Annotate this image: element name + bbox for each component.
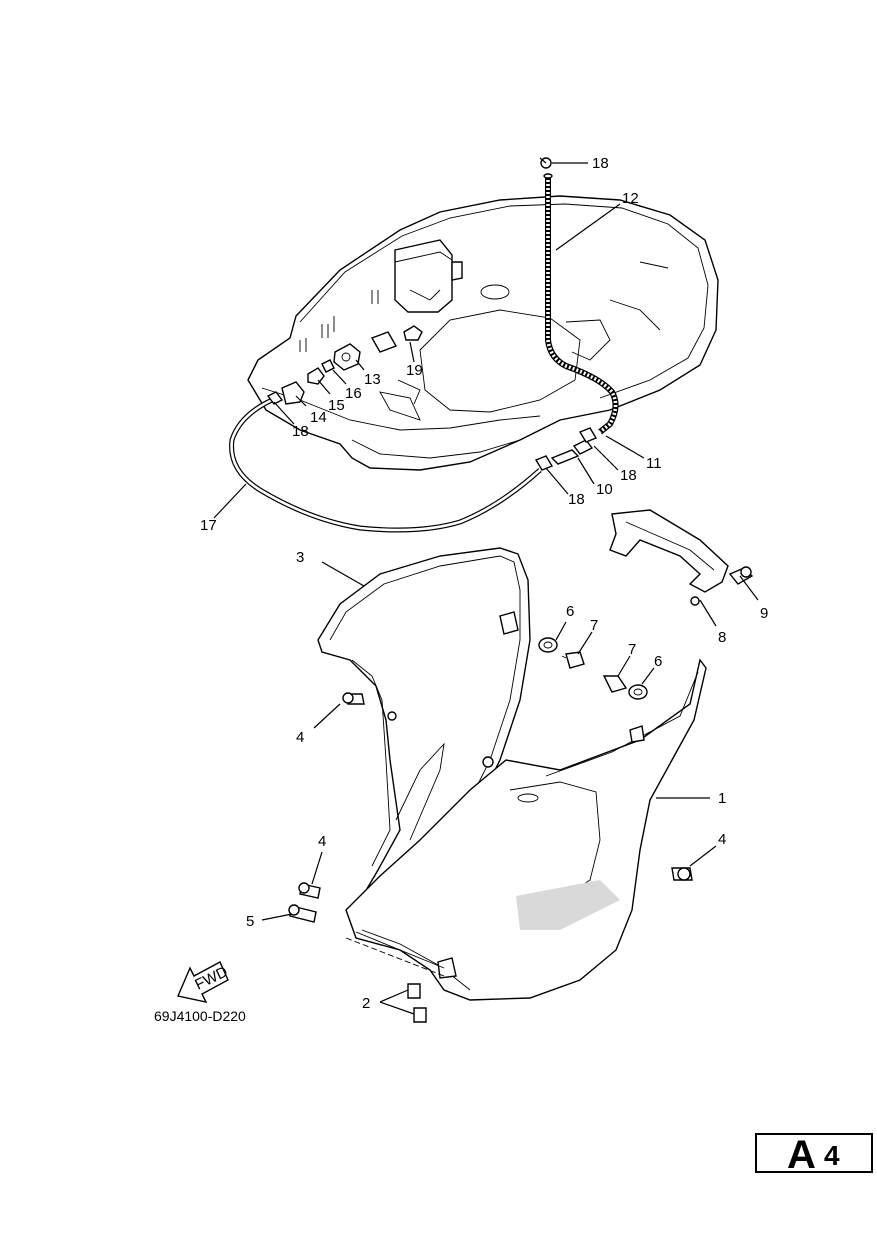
- callout-7-lower: 7: [628, 641, 636, 658]
- part-8-bracket: [609, 509, 729, 606]
- callout-15: 15: [328, 397, 345, 414]
- page-badge-letter: A: [787, 1133, 816, 1177]
- callout-16: 16: [345, 385, 362, 402]
- callout-labels: 18 12 19 13 16 15 14 18 11 18 10 18 17 3…: [200, 155, 768, 1012]
- part-18-clip-lower: [534, 455, 554, 471]
- hose-joint-parts: [534, 427, 598, 471]
- callout-18-top: 18: [592, 155, 609, 172]
- callout-10: 10: [596, 481, 613, 498]
- callout-18-lower: 18: [568, 491, 585, 508]
- part-13-fitting: [333, 343, 361, 371]
- part-12-hose: [543, 173, 619, 435]
- callout-8: 8: [718, 629, 726, 646]
- leader-lines: [213, 162, 759, 1015]
- assembly-line: [355, 931, 445, 969]
- callout-4-lower: 4: [318, 833, 326, 850]
- callout-1: 1: [718, 790, 726, 807]
- upper-cowling-tray: [247, 195, 719, 471]
- part-18-clip-top: [539, 157, 552, 169]
- callout-4-right: 4: [718, 831, 726, 848]
- fwd-direction-arrow: FWD: [177, 961, 231, 1003]
- callout-18-left: 18: [292, 423, 309, 440]
- part-19-bolt: [403, 325, 423, 341]
- flush-fitting-parts: [266, 325, 423, 405]
- callout-4-upper: 4: [296, 729, 304, 746]
- callout-13: 13: [364, 371, 381, 388]
- callout-6-upper: 6: [566, 603, 574, 620]
- part-15-nipple: [307, 367, 325, 385]
- part-18-clip-right: [578, 427, 598, 443]
- part-9-bolt: [728, 566, 754, 585]
- parts-6-7: [538, 637, 648, 700]
- callout-6-lower: 6: [654, 653, 662, 670]
- callout-17: 17: [200, 517, 217, 534]
- part-17-hose: [229, 397, 542, 533]
- part-1-main-cover: [345, 658, 707, 1001]
- callout-19: 19: [406, 362, 423, 379]
- callout-12: 12: [622, 190, 639, 207]
- callout-18-right: 18: [620, 467, 637, 484]
- callout-11: 11: [646, 455, 662, 472]
- part-10-joint: [550, 449, 580, 465]
- part-2-nut-b: [413, 1007, 427, 1023]
- part-2-nut-a: [407, 983, 421, 999]
- callout-2: 2: [362, 995, 370, 1012]
- callout-9: 9: [760, 605, 768, 622]
- part-16-washer: [321, 359, 335, 373]
- part-18-clip-left: [266, 391, 284, 405]
- callout-7-upper: 7: [590, 617, 598, 634]
- callout-3: 3: [296, 549, 304, 566]
- callout-14: 14: [310, 409, 327, 426]
- callout-5: 5: [246, 913, 254, 930]
- page-badge: A 4: [755, 1133, 873, 1177]
- page-badge-number: 4: [824, 1140, 840, 1171]
- bolts-and-nuts: [288, 692, 693, 1023]
- diagram-code: 69J4100-D220: [154, 1008, 246, 1024]
